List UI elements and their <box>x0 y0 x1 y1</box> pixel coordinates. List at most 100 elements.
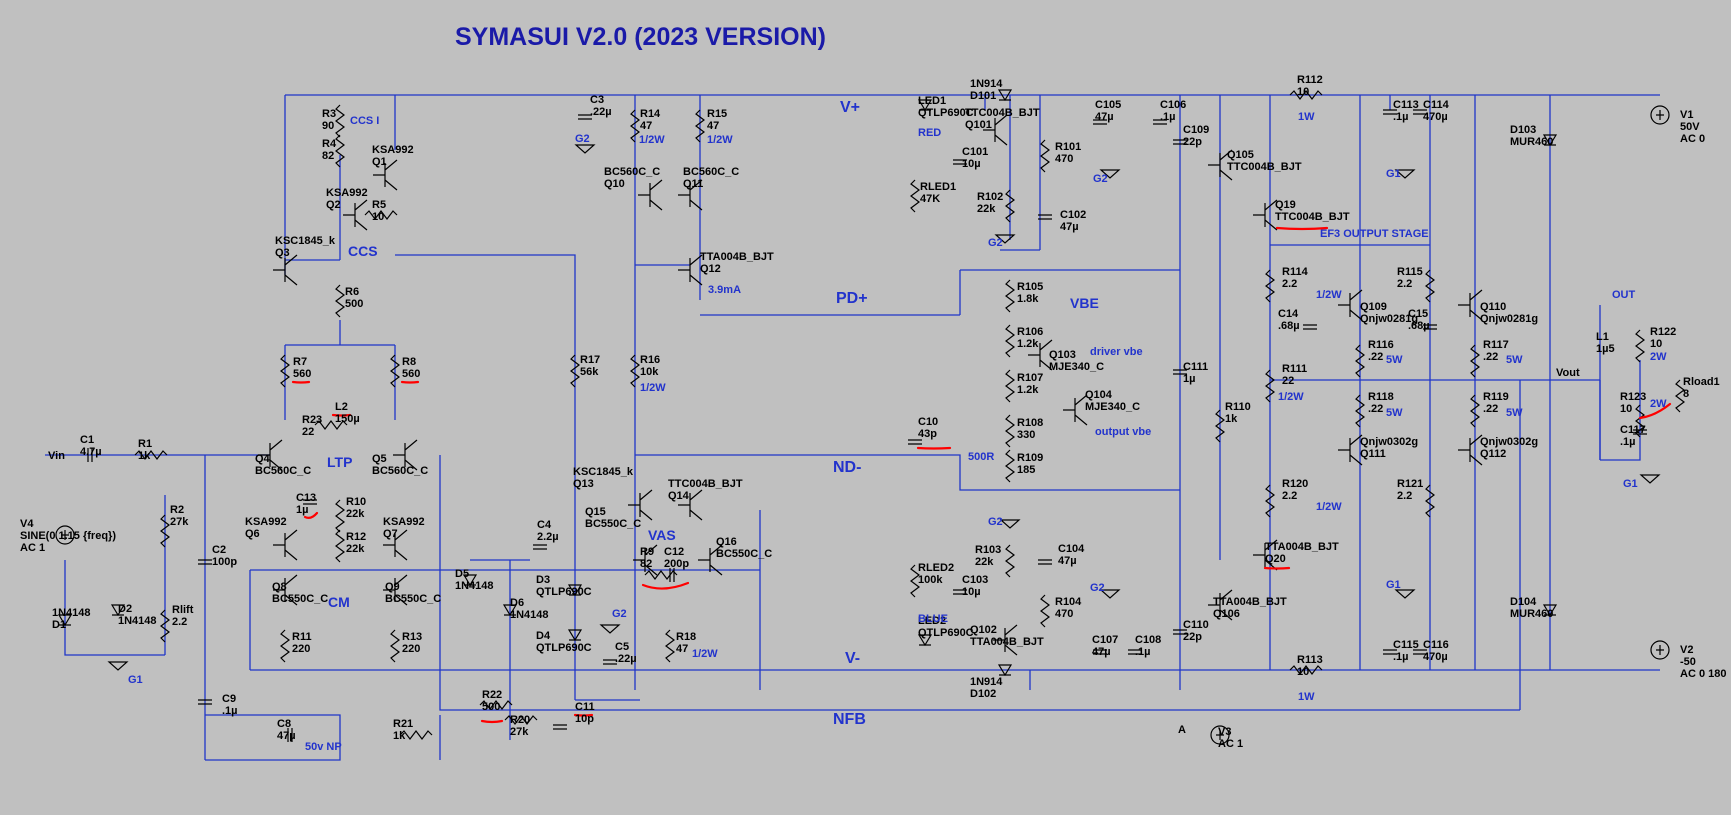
c104-symbol <box>1038 559 1052 565</box>
q112-symbol <box>1458 434 1483 466</box>
r6-symbol <box>335 284 345 318</box>
c14-label-line: .68µ <box>1278 320 1300 332</box>
net-label-port-a: A <box>1178 724 1186 736</box>
c106-label-line: .1µ <box>1160 111 1176 123</box>
note-r500: 500R <box>968 451 994 463</box>
r21-label-line: 1k <box>393 730 406 742</box>
wire <box>395 254 576 700</box>
d3-label-line: D3 <box>536 574 550 586</box>
q105-label-line: Q105 <box>1227 149 1254 161</box>
r13-label-line: R13 <box>402 631 422 643</box>
led2-label-line: LED2 <box>918 615 946 627</box>
r9-label-line: 82 <box>640 558 652 570</box>
r105-label-line: R105 <box>1017 281 1043 293</box>
q15-symbol <box>633 544 658 576</box>
r103-label-line: R103 <box>975 544 1001 556</box>
c108-label-line: C108 <box>1135 634 1161 646</box>
d102-label-line: D102 <box>970 688 996 700</box>
r121-label-line: 2.2 <box>1397 490 1412 502</box>
rlift-label-line: 2.2 <box>172 616 187 628</box>
r1-symbol <box>134 450 168 460</box>
note-r116w: 5W <box>1386 354 1403 366</box>
c2-symbol <box>198 559 212 565</box>
r8-label-line: 560 <box>402 368 420 380</box>
wire <box>635 454 1180 491</box>
red-underline <box>573 713 594 717</box>
r21-label-line: R21 <box>393 718 413 730</box>
net-label-out: OUT <box>1612 289 1636 301</box>
q11-label-line: BC560C_C <box>683 166 739 178</box>
r4-label-line: 82 <box>322 150 334 162</box>
note-r117w: 5W <box>1506 354 1523 366</box>
net-label-ndminus: ND- <box>833 459 861 476</box>
g-c115-symbol <box>1394 589 1416 599</box>
net-label-pdplus: PD+ <box>836 290 868 307</box>
r104-label-line: R104 <box>1055 596 1082 608</box>
c113-symbol <box>1383 109 1397 115</box>
r18-label-line: R18 <box>676 631 696 643</box>
rled1-symbol <box>910 179 920 213</box>
q9-label-line: Q9 <box>385 581 400 593</box>
c103-symbol <box>953 589 967 595</box>
q14-symbol <box>678 489 703 521</box>
q1-symbol <box>373 159 398 191</box>
r7-symbol <box>280 354 290 388</box>
c101-label-line: C101 <box>962 146 988 158</box>
note-r14w: 1/2W <box>639 134 665 146</box>
red-underline <box>1275 226 1329 231</box>
c13-symbol <box>303 499 317 505</box>
c115-label-line: .1µ <box>1393 651 1409 663</box>
led1-label-line: QTLP690C <box>918 107 974 119</box>
r22-symbol <box>479 700 513 710</box>
note-r118w: 5W <box>1386 407 1403 419</box>
r116-label-line: R116 <box>1368 339 1394 351</box>
rlift-label-line: Rlift <box>172 604 194 616</box>
r112-label-line: R112 <box>1297 74 1323 86</box>
q101-label-line: Q101 <box>965 119 992 131</box>
c116-label-line: C116 <box>1423 639 1449 651</box>
q8-label-line: BC550C_C <box>272 593 328 605</box>
c3-label-line: .22µ <box>590 106 612 118</box>
c9-symbol <box>198 699 212 705</box>
q16-symbol <box>698 544 723 576</box>
ground-label-g-c107: G2 <box>1090 582 1105 594</box>
q110-label-line: Qnjw0281g <box>1480 313 1538 325</box>
r118-label-line: .22 <box>1368 403 1383 415</box>
r17-label-line: R17 <box>580 354 600 366</box>
q104-label-line: Q104 <box>1085 389 1113 401</box>
c114-label-line: 470µ <box>1423 111 1448 123</box>
note-r112w: 1W <box>1298 111 1315 123</box>
q12-label-line: Q12 <box>700 263 721 275</box>
r101-label-line: R101 <box>1055 141 1081 153</box>
d103-label-line: MUR460 <box>1510 136 1553 148</box>
r1-label-line: R1 <box>138 438 152 450</box>
c117-label-line: .1µ <box>1620 436 1636 448</box>
r23-label-line: R23 <box>302 414 322 426</box>
v4-symbol <box>55 525 75 545</box>
r20-symbol <box>504 715 538 725</box>
